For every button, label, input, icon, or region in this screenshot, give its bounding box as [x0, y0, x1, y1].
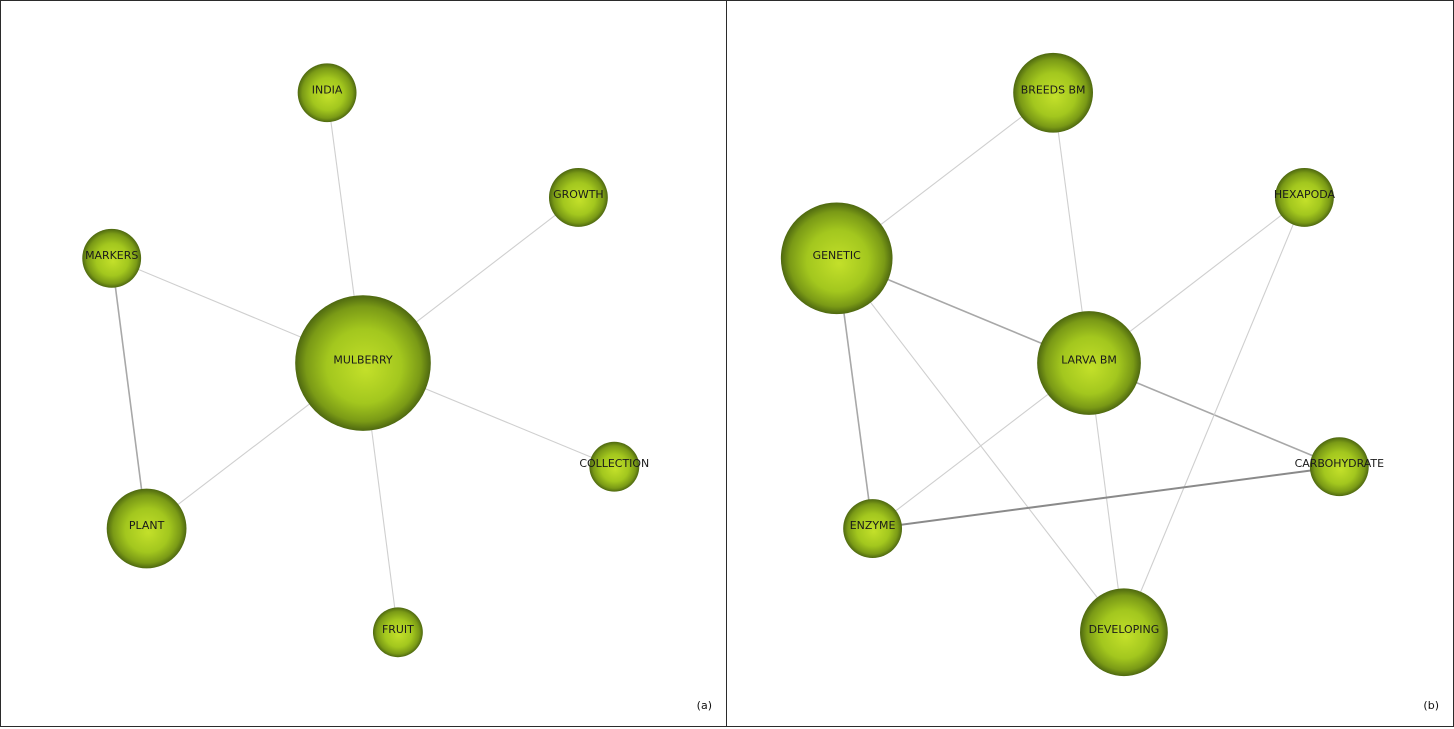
panel-label-b: (b): [1423, 699, 1439, 712]
node-circle: [1013, 52, 1093, 133]
node-label: GENETIC: [813, 249, 861, 262]
edge-markers-plant: [110, 258, 148, 529]
node-enzyme[interactable]: ENZYME: [843, 499, 903, 558]
node-circle: [1080, 588, 1168, 677]
node-collection[interactable]: COLLECTION: [579, 441, 649, 492]
network-panel-a: MULBERRY INDIA GROWTH MARKERS COLLECTION PLAN…: [0, 0, 727, 727]
network-graph-b: BREEDS BM HEXAPODA GENETIC LARVA BM CARBOHYD…: [780, 52, 1385, 677]
edge-hexapoda-developing: [1123, 197, 1305, 633]
node-label: ENZYME: [850, 519, 896, 532]
node-circle: [1309, 437, 1369, 497]
node-plant[interactable]: PLANT: [106, 488, 187, 569]
node-label: BREEDS BM: [1021, 83, 1086, 96]
node-circle: [1274, 168, 1334, 227]
node-label: MARKERS: [85, 249, 138, 262]
node-fruit[interactable]: FRUIT: [372, 607, 423, 658]
node-label: MULBERRY: [333, 354, 393, 367]
node-circle: [295, 295, 431, 431]
node-circle: [372, 607, 423, 658]
node-breeds-bm[interactable]: BREEDS BM: [1013, 52, 1093, 133]
node-hexapoda[interactable]: HEXAPODA: [1274, 168, 1336, 227]
node-label: COLLECTION: [579, 457, 649, 470]
node-circle: [106, 488, 187, 569]
node-label: CARBOHYDRATE: [1295, 457, 1385, 470]
node-label: GROWTH: [553, 188, 603, 201]
node-label: LARVA BM: [1061, 354, 1117, 367]
node-circle: [843, 499, 903, 558]
node-circle: [82, 228, 142, 288]
node-circle: [548, 168, 608, 227]
node-circle: [780, 202, 893, 315]
edge-enzyme-carbohydrate: [872, 465, 1340, 530]
node-genetic[interactable]: GENETIC: [780, 202, 893, 315]
node-circle: [589, 441, 640, 492]
node-label: PLANT: [129, 519, 165, 532]
node-circle: [1037, 311, 1141, 415]
node-markers[interactable]: MARKERS: [82, 228, 142, 288]
network-graph-a: MULBERRY INDIA GROWTH MARKERS COLLECTION PLAN…: [82, 63, 649, 658]
node-growth[interactable]: GROWTH: [548, 168, 608, 227]
node-larva-bm[interactable]: LARVA BM: [1037, 311, 1141, 415]
node-label: INDIA: [312, 83, 343, 96]
node-developing[interactable]: DEVELOPING: [1080, 588, 1168, 677]
panel-label-a: (a): [696, 699, 712, 712]
node-circle: [297, 63, 357, 123]
node-carbohydrate[interactable]: CARBOHYDRATE: [1295, 437, 1385, 497]
network-panel-b: BREEDS BM HEXAPODA GENETIC LARVA BM CARBOHYD…: [726, 0, 1454, 727]
node-india[interactable]: INDIA: [297, 63, 357, 123]
node-label: HEXAPODA: [1274, 188, 1336, 201]
node-label: DEVELOPING: [1089, 623, 1160, 636]
node-mulberry[interactable]: MULBERRY: [295, 295, 431, 431]
node-label: FRUIT: [382, 623, 414, 636]
edge-genetic-developing: [836, 257, 1125, 633]
